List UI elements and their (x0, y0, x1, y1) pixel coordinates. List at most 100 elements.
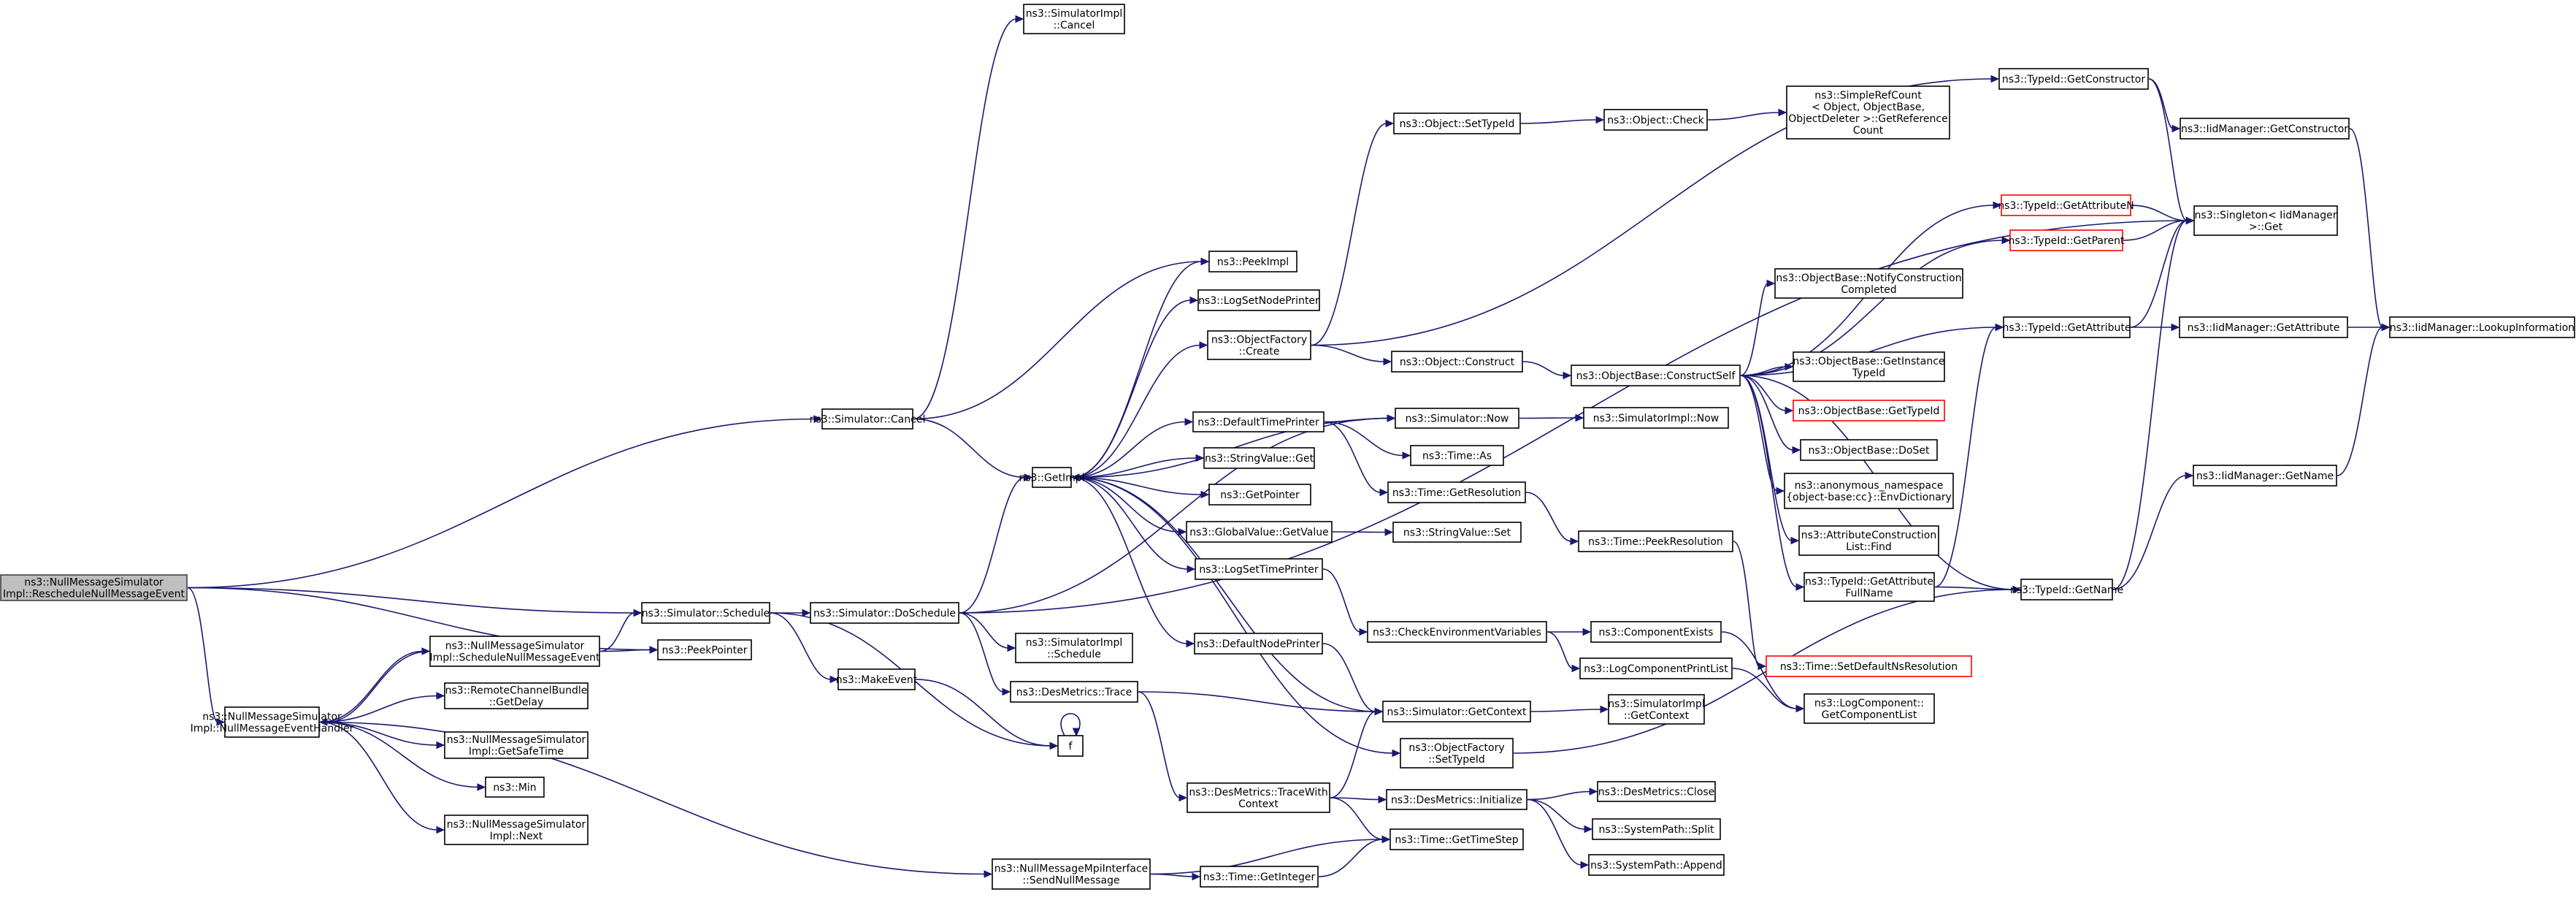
node-iidLookup[interactable]: ns3::IidManager::LookupInformation (2389, 316, 2575, 338)
node-obGetTypeId[interactable]: ns3::ObjectBase::GetTypeId (1793, 400, 1945, 422)
node-box (1590, 621, 1722, 643)
edge-timePeekRes-timeSetDefRes (1733, 541, 1760, 667)
node-desTrace[interactable]: ns3::DesMetrics::Trace (1010, 681, 1138, 703)
node-objCheck[interactable]: ns3::Object::Check (1603, 109, 1708, 131)
node-box (1386, 789, 1527, 810)
node-obNotify[interactable]: ns3::ObjectBase::NotifyConstructionCompl… (1774, 268, 1963, 299)
node-logCompGetList[interactable]: ns3::LogComponent::GetComponentList (1803, 693, 1935, 724)
node-label: ns3::TypeId::GetAttribute (2003, 322, 2131, 334)
edge-timeGetInteger-timeGetStep (1318, 839, 1384, 877)
node-peekImpl[interactable]: ns3::PeekImpl (1208, 251, 1297, 272)
node-box (1392, 522, 1522, 543)
node-simGetContext[interactable]: ns3::Simulator::GetContext (1382, 701, 1531, 722)
node-timeSetDefRes[interactable]: ns3::Time::SetDefaultNsResolution (1766, 655, 1972, 677)
node-objConstruct[interactable]: ns3::Object::Construct (1391, 351, 1523, 373)
edge-arrowhead (1192, 872, 1201, 881)
edges-layer (187, 15, 2391, 881)
node-makeEvent[interactable]: ns3::MakeEvent (836, 668, 918, 690)
node-sendNull[interactable]: ns3::NullMessageMpiInterface::SendNullMe… (992, 858, 1151, 890)
node-label: ns3::DesMetrics::TraceWith (1189, 787, 1327, 798)
node-root[interactable]: ns3::NullMessageSimulatorImpl::Reschedul… (0, 574, 188, 601)
edge-simGetContext-implGetContext (1530, 709, 1602, 712)
node-implNow[interactable]: ns3::SimulatorImpl::Now (1583, 407, 1729, 429)
edge-getImpl-ofCreate (1071, 344, 1201, 478)
node-schedNull[interactable]: ns3::NullMessageSimulatorImpl::ScheduleN… (429, 636, 600, 667)
node-spSplit[interactable]: ns3::SystemPath::Split (1592, 818, 1721, 840)
edge-handler-schedNull (319, 650, 423, 723)
node-singletonGet[interactable]: ns3::Singleton< IidManager >::Get (2193, 205, 2338, 236)
node-gvGetValue[interactable]: ns3::GlobalValue::GetValue (1186, 521, 1333, 543)
node-iidGetCtor[interactable]: ns3::IidManager::GetConstructor (2180, 118, 2350, 140)
edge-arrowhead (1189, 296, 1199, 305)
node-timeGetStep[interactable]: ns3::Time::GetTimeStep (1389, 828, 1524, 850)
node-tidGetParent[interactable]: ns3::TypeId::GetParent (2009, 229, 2125, 251)
node-simSchedule[interactable]: ns3::Simulator::Schedule (641, 602, 770, 624)
node-logSetNode[interactable]: ns3::LogSetNodePrinter (1197, 289, 1320, 311)
node-safeTime[interactable]: ns3::NullMessageSimulatorImpl::GetSafeTi… (444, 731, 589, 759)
node-implSchedule[interactable]: ns3::SimulatorImpl::Schedule (1015, 633, 1133, 663)
edge-obConstructSelf-tidGetAttrFull (1740, 375, 1798, 588)
edge-arrowhead (216, 718, 226, 726)
node-stringSet[interactable]: ns3::StringValue::Set (1392, 522, 1522, 543)
node-f[interactable]: f (1057, 735, 1084, 757)
node-peekPointer[interactable]: ns3::PeekPointer (657, 639, 752, 660)
node-simNow[interactable]: ns3::Simulator::Now (1395, 408, 1519, 429)
node-tidGetAttrN[interactable]: ns3::TypeId::GetAttributeN (1998, 194, 2134, 216)
node-obDoSet[interactable]: ns3::ObjectBase::DoSet (1800, 439, 1938, 461)
edge-arrowhead (1024, 473, 1033, 481)
node-desClose[interactable]: ns3::DesMetrics::Close (1597, 781, 1716, 802)
node-obConstructSelf[interactable]: ns3::ObjectBase::ConstructSelf (1571, 365, 1741, 386)
node-label: ::SendNullMessage (1022, 875, 1119, 887)
node-logCompPrint[interactable]: ns3::LogComponentPrintList (1579, 657, 1733, 679)
node-checkEnv[interactable]: ns3::CheckEnvironmentVariables (1367, 621, 1547, 643)
node-compExists[interactable]: ns3::ComponentExists (1590, 621, 1722, 643)
node-spAppend[interactable]: ns3::SystemPath::Append (1588, 854, 1725, 876)
node-box (1766, 655, 1972, 677)
node-objSetTypeId[interactable]: ns3::Object::SetTypeId (1393, 113, 1521, 134)
edge-getImpl-defNodePrinter (1071, 476, 1188, 644)
node-iidGetAttr[interactable]: ns3::IidManager::GetAttribute (2179, 316, 2348, 338)
node-timeAs[interactable]: ns3::Time::As (1410, 445, 1504, 466)
node-label: ns3::SimulatorImpl (1026, 8, 1123, 20)
node-defNodePrinter[interactable]: ns3::DefaultNodePrinter (1194, 633, 1323, 655)
node-timePeekRes[interactable]: ns3::Time::PeekResolution (1578, 530, 1733, 552)
node-box (1578, 530, 1733, 552)
node-desInit[interactable]: ns3::DesMetrics::Initialize (1386, 789, 1527, 810)
edge-desTrace-simGetContext (1138, 691, 1376, 712)
edge-sendNull-timeGetStep (1150, 839, 1384, 875)
node-simCancel[interactable]: ns3::Simulator::Cancel (810, 408, 926, 430)
node-handler[interactable]: ns3::NullMessageSimulatorImpl::NullMessa… (191, 706, 354, 738)
node-timeGetRes[interactable]: ns3::Time::GetResolution (1387, 481, 1526, 503)
edge-arrowhead (1582, 628, 1592, 636)
node-ofCreate[interactable]: ns3::ObjectFactory::Create (1207, 330, 1311, 360)
node-implCancel[interactable]: ns3::SimulatorImpl::Cancel (1023, 4, 1125, 34)
node-srcGetRef[interactable]: ns3::SimpleRefCount< Object, ObjectBase,… (1786, 85, 1950, 140)
node-envDict[interactable]: ns3::anonymous_namespace{object-base:cc}… (1784, 473, 1954, 509)
node-ofSetTypeId[interactable]: ns3::ObjectFactory::SetTypeId (1400, 738, 1514, 769)
node-min[interactable]: ns3::Min (485, 777, 545, 798)
node-tidGetAttr[interactable]: ns3::TypeId::GetAttribute (2003, 316, 2131, 338)
node-getPointer[interactable]: ns3::GetPointer (1208, 484, 1311, 506)
node-tidGetName[interactable]: ns3::TypeId::GetName (2010, 579, 2123, 600)
node-defTimePrinter[interactable]: ns3::DefaultTimePrinter (1192, 411, 1325, 432)
edge-arrowhead (2171, 323, 2180, 332)
node-box (1393, 113, 1521, 134)
node-implGetContext[interactable]: ns3::SimulatorImpl::GetContext (1608, 694, 1705, 725)
node-label: ::Cancel (1054, 20, 1095, 31)
node-label: ns3::Min (493, 782, 536, 794)
edge-getImpl-ofSetTypeId (1071, 476, 1394, 754)
node-iidGetName[interactable]: ns3::IidManager::GetName (2193, 465, 2337, 487)
edge-tidGetAttr-singletonGet (2130, 220, 2188, 328)
node-doSchedule[interactable]: ns3::Simulator::DoSchedule (810, 602, 959, 624)
node-getImpl[interactable]: ns3::GetImpl (1019, 467, 1085, 488)
node-logSetTime[interactable]: ns3::LogSetTimePrinter (1195, 558, 1323, 580)
node-stringGet[interactable]: ns3::StringValue::Get (1203, 447, 1315, 469)
node-rcbDelay[interactable]: ns3::RemoteChannelBundle::GetDelay (444, 682, 589, 709)
node-timeGetInteger[interactable]: ns3::Time::GetInteger (1200, 866, 1319, 888)
node-tidGetCtor[interactable]: ns3::TypeId::GetConstructor (1998, 68, 2149, 90)
